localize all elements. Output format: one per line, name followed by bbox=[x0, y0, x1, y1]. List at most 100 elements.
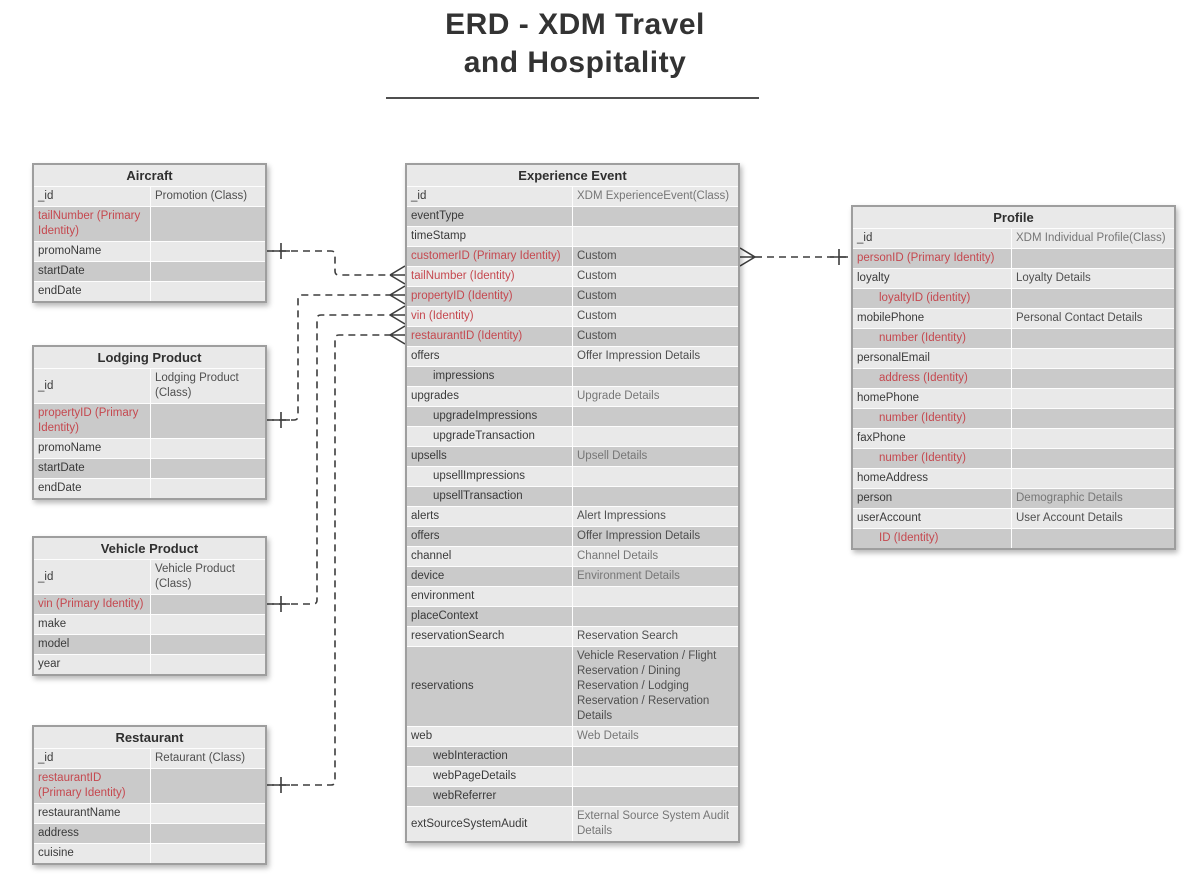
field-name: model bbox=[38, 638, 70, 650]
table-title-restaurant: Restaurant bbox=[34, 727, 265, 748]
field-type: Personal Contact Details bbox=[1011, 309, 1174, 328]
field-row: homeAddress bbox=[853, 468, 1174, 488]
field-type: Upsell Details bbox=[572, 447, 738, 466]
field-type bbox=[572, 467, 738, 486]
connector-restaurant-experience-event bbox=[267, 334, 390, 786]
field-row: homePhone bbox=[853, 388, 1174, 408]
field-row: personID (Primary Identity) bbox=[853, 248, 1174, 268]
field-name: startDate bbox=[38, 265, 85, 277]
table-title-experience-event: Experience Event bbox=[407, 165, 738, 186]
field-type bbox=[572, 427, 738, 446]
field-row: customerID (Primary Identity)Custom bbox=[407, 246, 738, 266]
field-type bbox=[150, 635, 265, 654]
field-type bbox=[150, 404, 265, 438]
field-name: channel bbox=[411, 550, 452, 562]
field-type: Vehicle Reservation / Flight Reservation… bbox=[572, 647, 738, 726]
field-name: tailNumber (Identity) bbox=[411, 270, 515, 282]
field-type bbox=[572, 787, 738, 806]
field-type: Custom bbox=[572, 247, 738, 266]
field-name: mobilePhone bbox=[857, 312, 925, 324]
field-name: webReferrer bbox=[433, 790, 497, 802]
field-row: personalEmail bbox=[853, 348, 1174, 368]
field-type bbox=[150, 844, 265, 863]
field-row: restaurantID (Primary Identity) bbox=[34, 768, 265, 803]
cardinality-one-marker-vehicle bbox=[272, 596, 290, 612]
field-name: eventType bbox=[411, 210, 465, 222]
field-name: webPageDetails bbox=[433, 770, 517, 782]
connector-aircraft-experience-event bbox=[267, 250, 390, 276]
field-type bbox=[572, 747, 738, 766]
field-type bbox=[150, 207, 265, 241]
field-type bbox=[150, 479, 265, 498]
field-row: tailNumber (Identity)Custom bbox=[407, 266, 738, 286]
field-row: mobilePhone Personal Contact Details bbox=[853, 308, 1174, 328]
field-name: webInteraction bbox=[433, 750, 508, 762]
field-name: personID (Primary Identity) bbox=[857, 252, 995, 264]
field-type bbox=[150, 655, 265, 674]
field-row: tailNumber (Primary Identity) bbox=[34, 206, 265, 241]
field-type: Web Details bbox=[572, 727, 738, 746]
field-row: vin (Identity)Custom bbox=[407, 306, 738, 326]
field-row: upsellTransaction bbox=[407, 486, 738, 506]
field-name: _id bbox=[857, 232, 873, 244]
field-type: Lodging Product (Class) bbox=[150, 369, 265, 403]
field-name: promoName bbox=[38, 245, 102, 257]
field-type bbox=[572, 487, 738, 506]
diagram-title-line1: ERD - XDM Travel bbox=[445, 8, 705, 41]
field-row: upgrades Upgrade Details bbox=[407, 386, 738, 406]
field-type: Alert Impressions bbox=[572, 507, 738, 526]
field-row: propertyID (Identity)Custom bbox=[407, 286, 738, 306]
diagram-title-line2: and Hospitality bbox=[463, 46, 687, 79]
field-type: Loyalty Details bbox=[1011, 269, 1174, 288]
field-type bbox=[1011, 449, 1174, 468]
field-name: endDate bbox=[38, 285, 82, 297]
field-type bbox=[150, 824, 265, 843]
field-type: Channel Details bbox=[572, 547, 738, 566]
field-name: offers bbox=[411, 530, 440, 542]
field-row: promoName bbox=[34, 241, 265, 261]
field-row: environment bbox=[407, 586, 738, 606]
field-type bbox=[150, 459, 265, 478]
field-name: upsellImpressions bbox=[433, 470, 526, 482]
connector-lodging-experience-event bbox=[267, 294, 390, 421]
field-type: XDM ExperienceEvent(Class) bbox=[572, 187, 738, 206]
field-name: make bbox=[38, 618, 67, 630]
field-type bbox=[1011, 349, 1174, 368]
field-name: vin (Primary Identity) bbox=[38, 598, 144, 610]
field-row: loyaltyID (identity) bbox=[853, 288, 1174, 308]
field-type bbox=[572, 367, 738, 386]
crow-foot-many-marker-propertyid bbox=[389, 285, 406, 305]
field-type bbox=[572, 587, 738, 606]
field-name: upgrades bbox=[411, 390, 459, 402]
field-row: vin (Primary Identity) bbox=[34, 594, 265, 614]
field-name: startDate bbox=[38, 462, 85, 474]
field-type bbox=[1011, 529, 1174, 548]
field-name: propertyID (Primary Identity) bbox=[38, 407, 139, 434]
cardinality-one-marker-restaurant bbox=[272, 777, 290, 793]
field-row: impressions bbox=[407, 366, 738, 386]
field-name: number (Identity) bbox=[879, 332, 966, 344]
field-name: extSourceSystemAudit bbox=[411, 817, 528, 830]
field-type: Upgrade Details bbox=[572, 387, 738, 406]
field-row: faxPhone bbox=[853, 428, 1174, 448]
field-type: Custom bbox=[572, 307, 738, 326]
field-type bbox=[1011, 329, 1174, 348]
field-row: startDate bbox=[34, 458, 265, 478]
field-name: number (Identity) bbox=[879, 412, 966, 424]
field-type bbox=[1011, 409, 1174, 428]
field-row: upgradeImpressions bbox=[407, 406, 738, 426]
table-title-lodging-product: Lodging Product bbox=[34, 347, 265, 368]
cardinality-one-marker-profile bbox=[830, 249, 848, 265]
field-row: webReferrer bbox=[407, 786, 738, 806]
field-name: _id bbox=[38, 190, 54, 202]
field-name: device bbox=[411, 570, 445, 582]
